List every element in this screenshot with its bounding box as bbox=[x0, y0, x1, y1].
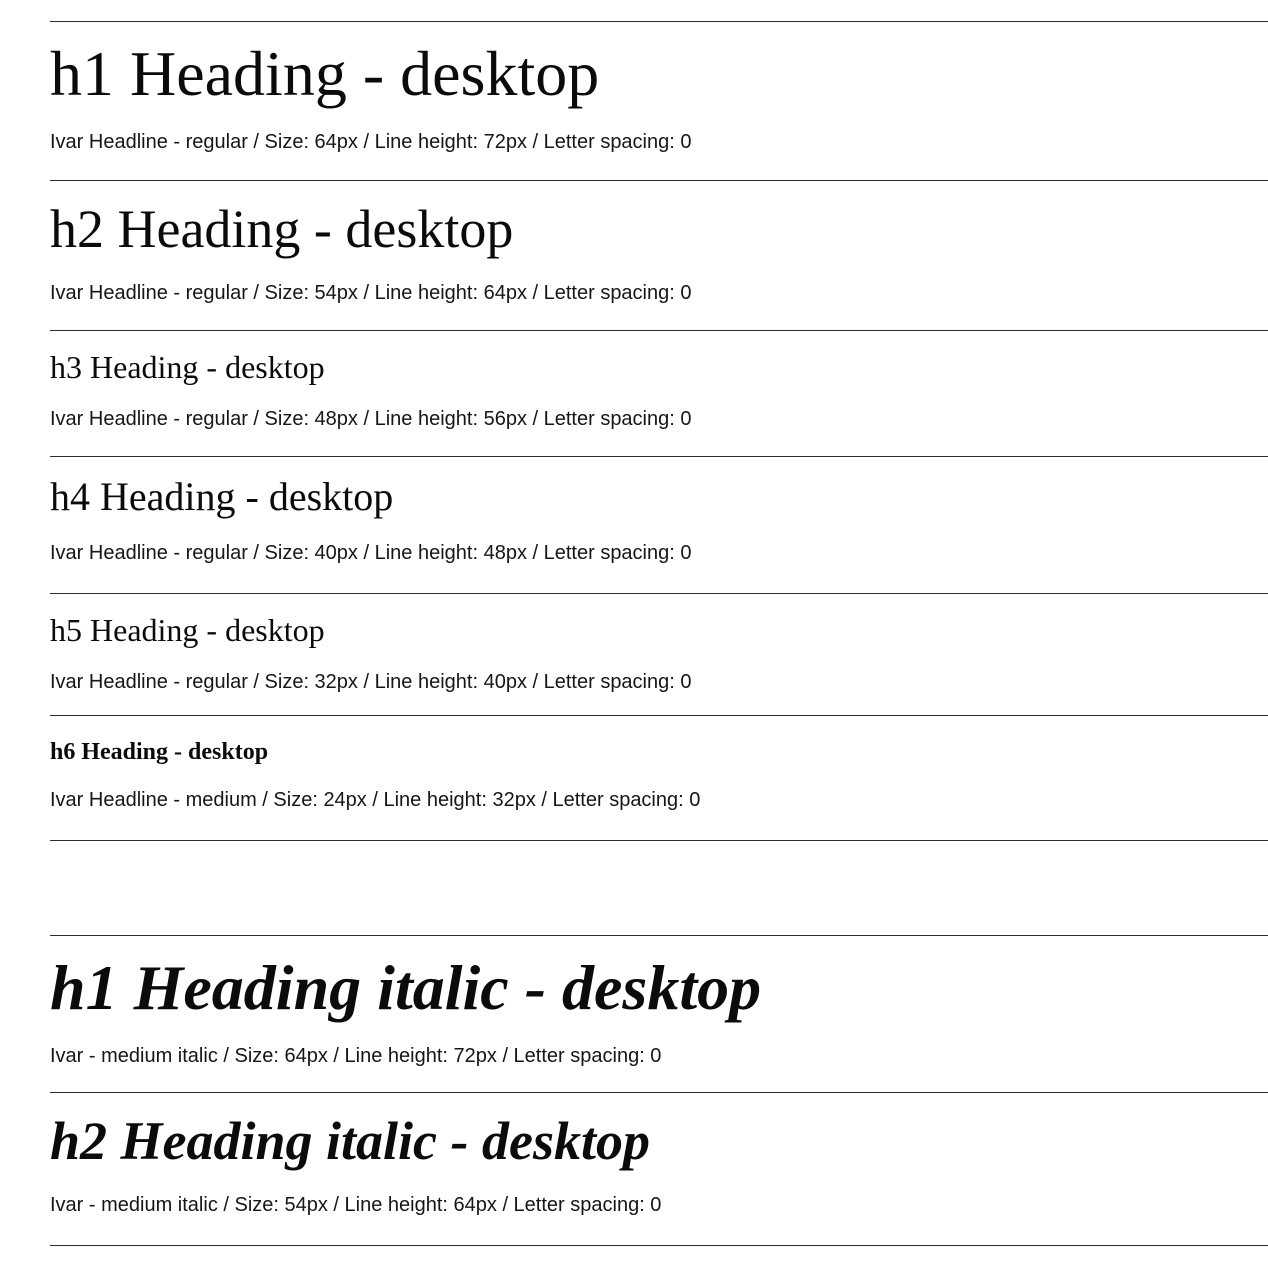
specimen-group-regular: h1 Heading - desktop Ivar Headline - reg… bbox=[50, 21, 1268, 841]
specimen-heading-h6: h6 Heading - desktop bbox=[50, 739, 269, 765]
spec-meta-h2: Ivar Headline - regular / Size: 54px / L… bbox=[50, 282, 692, 304]
specimen-heading-h1-italic: h1 Heading italic - desktop bbox=[50, 952, 762, 1023]
spec-meta-h4: Ivar Headline - regular / Size: 40px / L… bbox=[50, 542, 692, 564]
spec-meta-h1-italic: Ivar - medium italic / Size: 64px / Line… bbox=[50, 1045, 662, 1067]
specimen-heading-h1: h1 Heading - desktop bbox=[50, 38, 600, 109]
specimen-heading-h4: h4 Heading - desktop bbox=[50, 474, 394, 519]
spec-meta-h2-italic: Ivar - medium italic / Size: 54px / Line… bbox=[50, 1194, 662, 1216]
type-spec-h6: h6 Heading - desktop Ivar Headline - med… bbox=[50, 715, 1268, 840]
spec-meta-h3: Ivar Headline - regular / Size: 48px / L… bbox=[50, 408, 692, 430]
spec-meta-h1: Ivar Headline - regular / Size: 64px / L… bbox=[50, 131, 692, 153]
specimen-heading-h2: h2 Heading - desktop bbox=[50, 199, 514, 259]
type-spec-h2-italic: h2 Heading italic - desktop Ivar - mediu… bbox=[50, 1092, 1268, 1245]
type-spec-h5: h5 Heading - desktop Ivar Headline - reg… bbox=[50, 593, 1268, 715]
spec-meta-h5: Ivar Headline - regular / Size: 32px / L… bbox=[50, 671, 692, 693]
type-spec-h4: h4 Heading - desktop Ivar Headline - reg… bbox=[50, 456, 1268, 593]
group-spacer bbox=[50, 841, 1268, 935]
type-spec-h1-italic: h1 Heading italic - desktop Ivar - mediu… bbox=[50, 935, 1268, 1092]
specimen-group-italic: h1 Heading italic - desktop Ivar - mediu… bbox=[50, 935, 1268, 1246]
specimen-heading-h2-italic: h2 Heading italic - desktop bbox=[50, 1111, 650, 1171]
type-spec-h1: h1 Heading - desktop Ivar Headline - reg… bbox=[50, 21, 1268, 180]
type-spec-h2: h2 Heading - desktop Ivar Headline - reg… bbox=[50, 180, 1268, 330]
type-spec-h3: h3 Heading - desktop Ivar Headline - reg… bbox=[50, 330, 1268, 456]
specimen-heading-h5: h5 Heading - desktop bbox=[50, 612, 325, 648]
specimen-heading-h3: h3 Heading - desktop bbox=[50, 349, 325, 385]
spec-meta-h6: Ivar Headline - medium / Size: 24px / Li… bbox=[50, 789, 701, 811]
